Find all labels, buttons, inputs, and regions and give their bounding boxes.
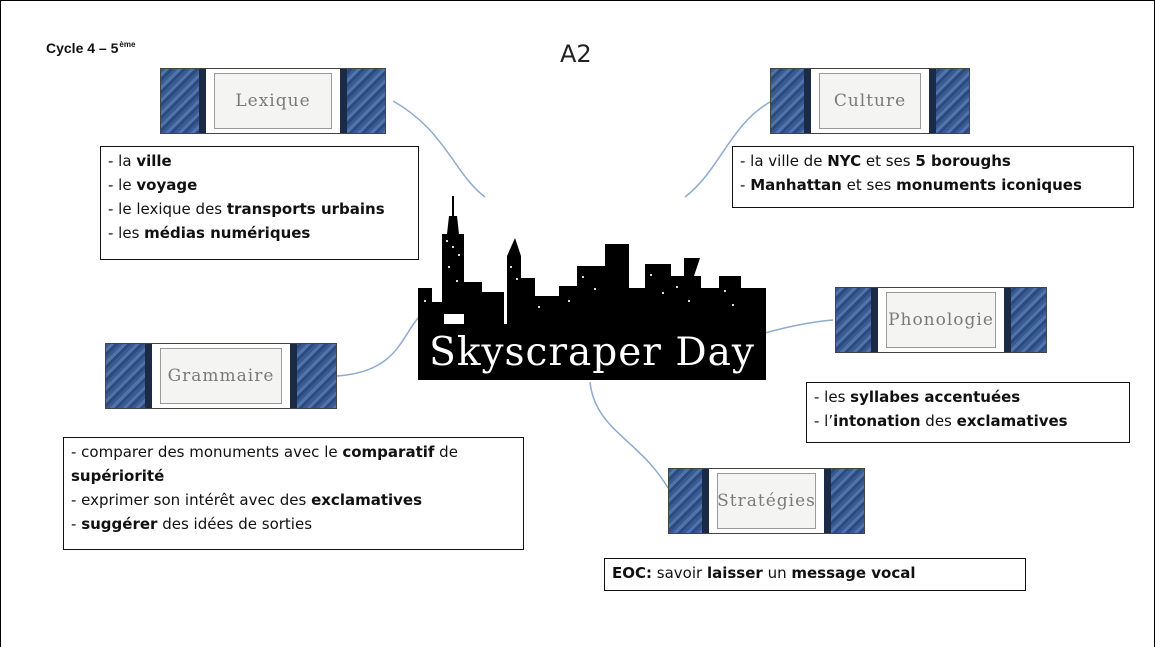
grammaire-title: Grammaire xyxy=(160,348,282,404)
culture-banner: Culture xyxy=(770,68,970,134)
phonologie-banner: Phonologie xyxy=(835,287,1047,353)
phonologie-box: - les syllabes accentuées - l’intonation… xyxy=(806,382,1130,443)
grammaire-banner: Grammaire xyxy=(105,343,337,409)
cycle-label: Cycle 4 – 5ème xyxy=(46,40,136,56)
phonologie-line: - l’intonation des exclamatives xyxy=(814,412,1068,430)
strategies-banner: Stratégies xyxy=(668,468,865,534)
strategies-line: EOC: savoir laisser un message vocal xyxy=(612,564,916,582)
level-label: A2 xyxy=(560,40,592,68)
strategies-box: EOC: savoir laisser un message vocal xyxy=(604,558,1026,591)
culture-line: - la ville de NYC et ses 5 boroughs xyxy=(740,152,1011,170)
grammaire-line: - suggérer des idées de sorties xyxy=(71,515,313,533)
phonologie-title: Phonologie xyxy=(886,292,996,348)
lexique-title: Lexique xyxy=(214,73,332,129)
lexique-item: - le voyage xyxy=(108,176,198,194)
grammaire-line: - exprimer son intérêt avec des exclamat… xyxy=(71,491,423,509)
culture-title: Culture xyxy=(819,73,921,129)
phonologie-line: - les syllabes accentuées xyxy=(814,388,1021,406)
lexique-item: - la ville xyxy=(108,152,172,170)
skyscraper-day-title: Skyscraper Day xyxy=(429,330,755,375)
lexique-box: - la ville - le voyage - le lexique des … xyxy=(100,146,419,260)
grammaire-box: - comparer des monuments avec le compara… xyxy=(63,437,524,550)
lexique-item: - le lexique des transports urbains xyxy=(108,200,385,218)
strategies-title: Stratégies xyxy=(717,473,816,529)
grammaire-line: supériorité xyxy=(71,467,165,485)
lexique-banner: Lexique xyxy=(160,68,386,134)
skyline-image xyxy=(418,196,766,380)
culture-box: - la ville de NYC et ses 5 boroughs - Ma… xyxy=(732,146,1134,208)
lexique-item: - les médias numériques xyxy=(108,224,311,242)
culture-line: - Manhattan et ses monuments iconiques xyxy=(740,176,1082,194)
grammaire-line: - comparer des monuments avec le compara… xyxy=(71,443,458,461)
